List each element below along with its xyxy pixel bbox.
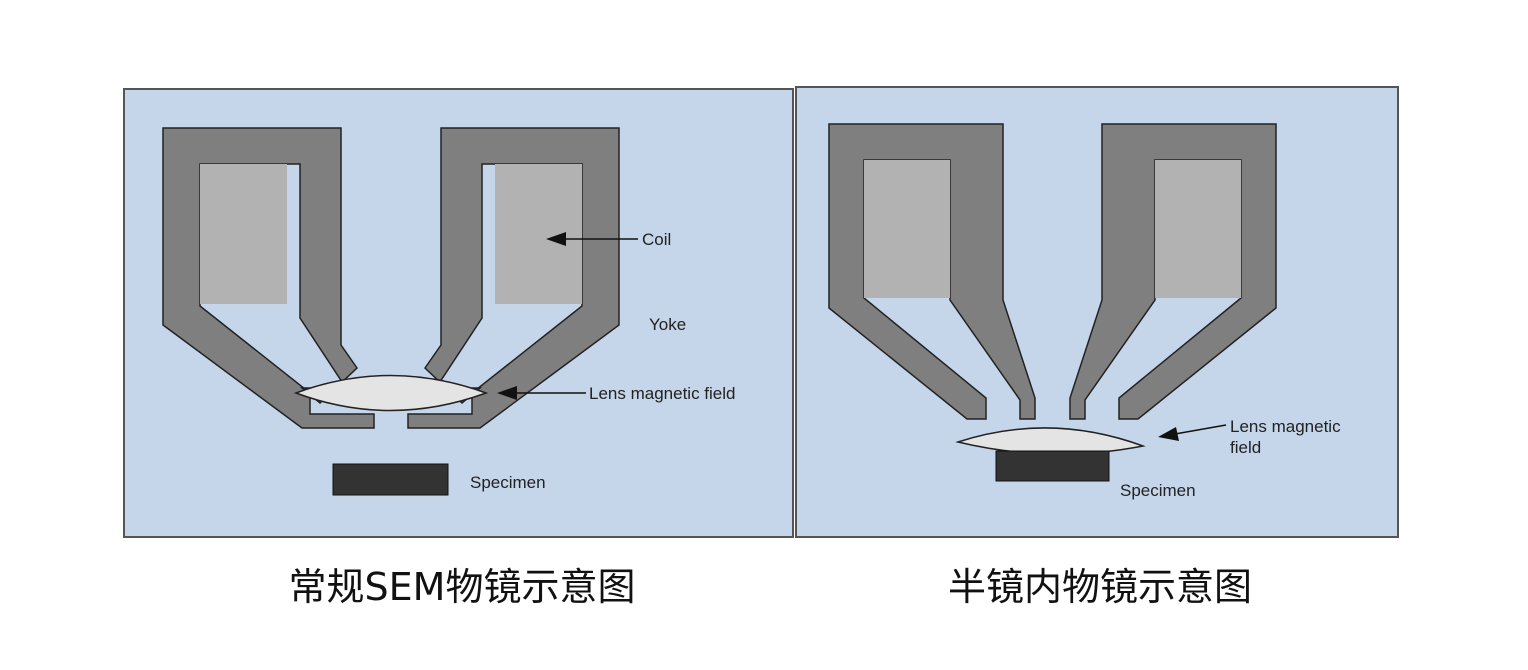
field-arrow-head [497,386,517,400]
left-coil [200,164,287,304]
specimen-block [332,463,449,496]
conventional-caption: 常规SEM物镜示意图 [288,565,636,609]
field-arrow-line [1174,424,1227,435]
specimen-label: Specimen [1120,481,1196,500]
lens-magnetic-field [293,374,489,412]
semi-in-lens-diagram: Lens magnetic field Specimen [795,86,1399,538]
conventional-lens-diagram: Coil Yoke Lens magnetic field Specimen [123,88,794,538]
conventional-lens-panel: Coil Yoke Lens magnetic field Specimen [123,88,795,538]
coil-arrow-head [546,232,566,246]
specimen-label: Specimen [470,473,546,492]
right-coil [495,164,582,304]
right-coil [1155,160,1241,298]
lens-field-label: Lens magnetic field [589,384,735,403]
lens-field-label-line1: Lens magnetic [1230,417,1341,436]
semi-in-lens-caption: 半镜内物镜示意图 [947,565,1252,609]
left-coil [864,160,950,298]
field-arrow-head [1158,427,1179,441]
lens-field-label-line2: field [1230,438,1261,457]
specimen-block [995,450,1110,482]
coil-label: Coil [642,230,671,249]
yoke-label: Yoke [649,315,686,334]
semi-in-lens-panel: Lens magnetic field Specimen [795,86,1399,538]
